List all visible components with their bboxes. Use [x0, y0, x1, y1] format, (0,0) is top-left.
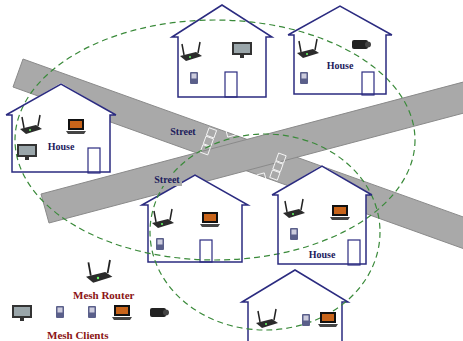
client-icon — [88, 306, 96, 318]
devices — [17, 39, 371, 328]
mesh-router-icon — [283, 199, 305, 218]
client-icon — [12, 305, 32, 321]
house-outline — [288, 5, 392, 95]
client-icon — [352, 40, 371, 49]
legend-label: Mesh Router — [72, 289, 135, 301]
legend-item: Mesh Router — [72, 285, 135, 303]
house-node: House — [6, 83, 116, 173]
house-outline — [272, 166, 372, 264]
mesh-router-icon — [152, 209, 174, 228]
legend-samples — [12, 260, 169, 321]
client-icon — [66, 119, 86, 134]
client-icon — [156, 238, 164, 250]
mesh-router-icon — [180, 42, 202, 61]
legend-item: Mesh Clients — [46, 325, 109, 341]
client-icon — [330, 205, 350, 220]
mesh-router-icon — [86, 260, 112, 283]
client-icon — [112, 305, 132, 320]
street-label: Street — [168, 126, 197, 138]
house-outline — [6, 83, 116, 173]
crosswalk — [200, 123, 286, 188]
client-icon — [200, 212, 220, 227]
house-fill — [6, 5, 392, 265]
client-icon — [150, 308, 169, 317]
client-icon — [290, 228, 298, 240]
house-label: House — [46, 141, 77, 153]
house-label: House — [307, 249, 338, 261]
house-node: House — [272, 165, 372, 265]
street-label: Street — [152, 174, 181, 186]
mesh-router-icon — [20, 115, 42, 134]
house-label: House — [325, 60, 356, 72]
client-icon — [300, 72, 308, 84]
client-icon — [190, 72, 198, 84]
mesh-coverage — [15, 20, 415, 260]
mesh-router-icon — [256, 309, 278, 328]
door — [88, 72, 374, 265]
client-icon — [318, 312, 338, 327]
client-icon — [232, 42, 252, 58]
house-outline — [288, 6, 392, 94]
client-icon — [302, 314, 310, 326]
mesh-router-icon — [297, 39, 319, 58]
mesh-coverage — [150, 134, 380, 330]
client-icon — [56, 306, 64, 318]
house-outline — [6, 84, 116, 172]
house-node: House — [288, 5, 392, 95]
client-icon — [17, 144, 37, 160]
legend-label: Mesh Clients — [46, 329, 109, 341]
